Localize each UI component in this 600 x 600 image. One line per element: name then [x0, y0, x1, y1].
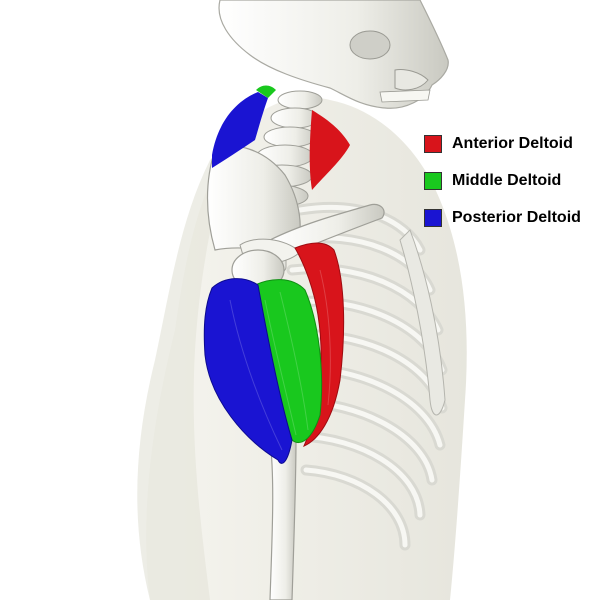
legend-swatch-posterior: [424, 209, 442, 227]
anterior-deltoid: [294, 242, 345, 447]
muscle-fibers: [229, 269, 331, 451]
posterior-deltoid: [203, 278, 293, 464]
legend-label-middle-deltoid: Middle Deltoid: [452, 172, 562, 189]
humerus: [269, 439, 297, 600]
legend-label-anterior-deltoid: Anterior Deltoid: [452, 135, 573, 152]
legend-swatch-middle: [424, 172, 442, 190]
skull: [218, 0, 449, 109]
legend-item-posterior-deltoid: Posterior Deltoid: [424, 207, 581, 229]
legend: Anterior Deltoid Middle Deltoid Posterio…: [424, 133, 581, 244]
legend-label-posterior-deltoid: Posterior Deltoid: [452, 209, 581, 226]
legend-swatch-anterior: [424, 135, 442, 153]
sternum: [399, 229, 446, 416]
body-silhouette-back: [137, 130, 240, 600]
anterior-deltoid-upper-region: [309, 110, 350, 190]
legend-item-middle-deltoid: Middle Deltoid: [424, 170, 581, 192]
middle-deltoid-upper-region: [256, 85, 276, 98]
legend-item-anterior-deltoid: Anterior Deltoid: [424, 133, 581, 155]
posterior-deltoid-upper-region: [212, 92, 268, 168]
